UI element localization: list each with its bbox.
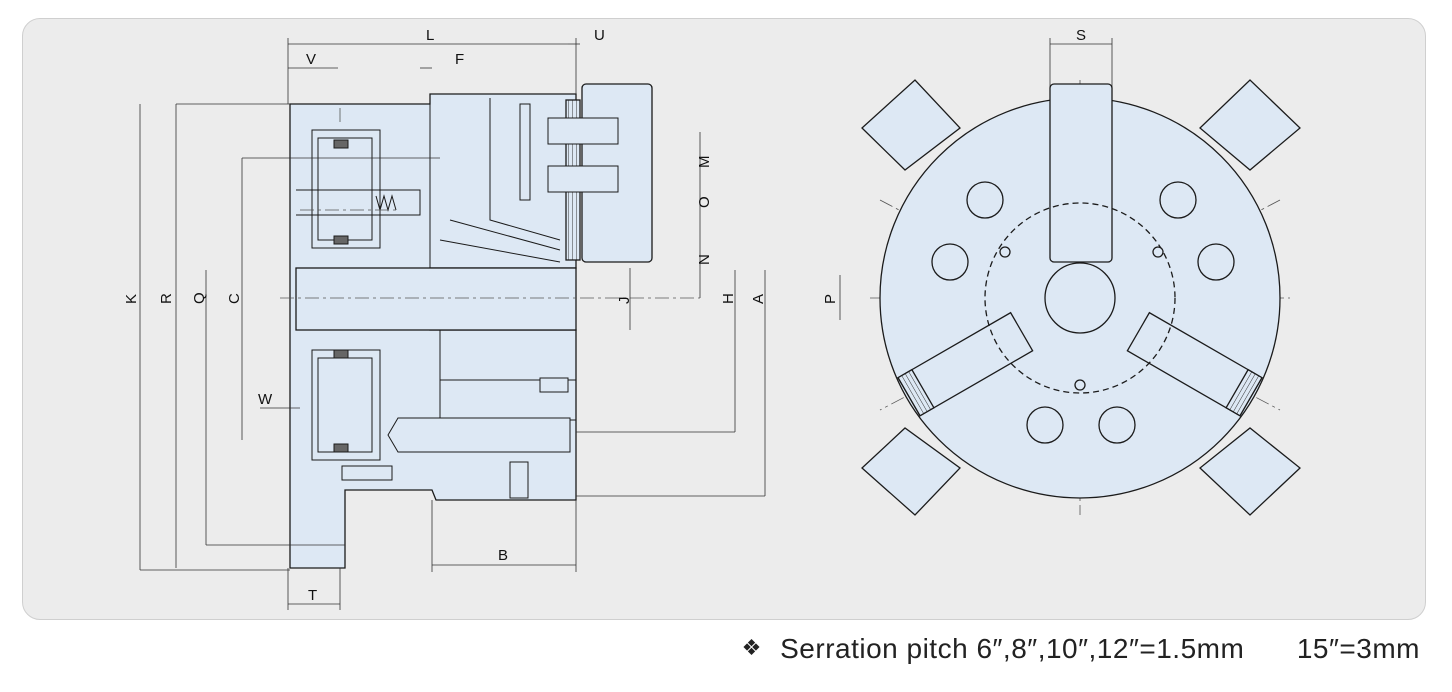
side-view-details [296,98,619,499]
dim-H: H [720,293,737,304]
dimension-lines [139,38,1113,610]
four-diamond-icon: ❖ [741,635,762,660]
dim-V: V [306,51,316,68]
serration-note-text-15: 15″=3mm [1296,633,1420,664]
dim-B: B [498,547,508,564]
lug-top-left [861,79,961,171]
dimension-labels: L U V F S M O N J H A K R Q C P W B T [123,27,1086,604]
lug-top-right [1199,79,1301,171]
side-view [289,83,653,569]
front-top-jaw [1049,83,1113,263]
dim-A: A [750,294,767,304]
front-view [861,79,1301,516]
dim-L: L [426,27,434,44]
dim-N: N [696,254,713,265]
dim-W: W [258,391,273,408]
dim-U: U [594,27,605,44]
dim-O: O [696,196,713,208]
dim-P: P [822,294,839,304]
dim-T: T [308,587,317,604]
dim-M: M [696,156,713,169]
serration-note: ❖ Serration pitch 6″,8″,10″,12″=1.5mm 15… [742,633,1420,665]
dim-F: F [455,51,464,68]
dim-C: C [226,293,243,304]
dim-K: K [123,294,140,304]
dim-S: S [1076,27,1086,44]
lug-bottom-right [1199,427,1301,516]
lug-bottom-left [861,427,961,516]
bore [295,267,577,331]
serration-note-text: Serration pitch 6″,8″,10″,12″=1.5mm [780,633,1245,664]
dim-J: J [616,297,633,305]
chuck-body-section [289,93,577,569]
dim-R: R [158,293,175,304]
dim-Q: Q [191,292,208,304]
